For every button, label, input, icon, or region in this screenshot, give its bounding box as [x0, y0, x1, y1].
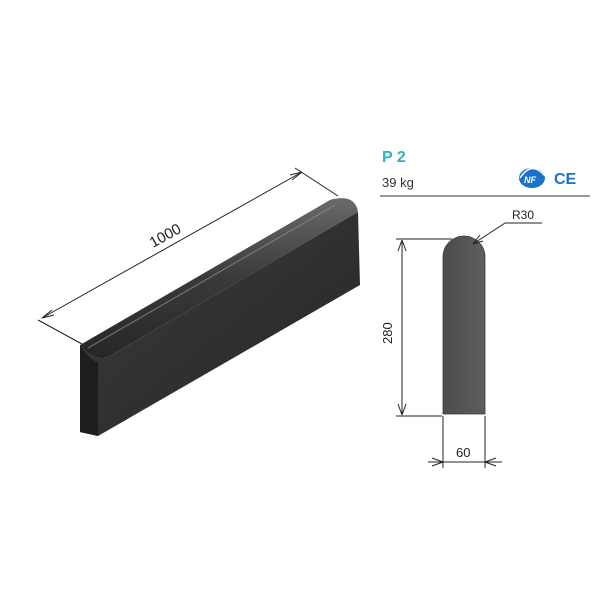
curb-top-edge [80, 198, 358, 359]
radius-label: R30 [512, 208, 534, 222]
length-dim-line [41, 171, 303, 319]
length-arrow-left [41, 309, 55, 319]
nf-logo-icon: NF [519, 167, 546, 188]
radius-leader-line [472, 222, 506, 245]
height-arrow-bottom [397, 403, 407, 416]
length-arrow-right [289, 171, 303, 181]
curb-3d-view: 1000 [37, 167, 360, 436]
curb-front-face [80, 212, 360, 436]
curb-profile-shape [442, 235, 486, 415]
radius-arrow [472, 234, 484, 245]
width-arrow-right [484, 457, 497, 467]
profile-section: R30 280 60 [380, 208, 542, 468]
height-dimension [396, 238, 452, 417]
width-label: 60 [456, 445, 470, 460]
length-dimension [37, 167, 339, 345]
height-label: 280 [380, 322, 395, 344]
product-weight: 39 kg [382, 175, 414, 190]
height-arrow-top [397, 239, 407, 252]
product-header: P 2 39 kg NF CE [380, 149, 590, 197]
width-dimension [428, 416, 502, 468]
nf-logo-text: NF [524, 175, 536, 185]
radius-callout [472, 222, 542, 245]
length-label: 1000 [147, 220, 184, 251]
width-arrow-left [431, 457, 444, 467]
ce-mark: CE [554, 171, 577, 188]
curb-edge-highlight [87, 204, 336, 349]
product-code: P 2 [382, 149, 406, 166]
length-ext-line-left [37, 319, 83, 345]
curb-end-face [80, 345, 98, 436]
length-ext-line-right [294, 167, 339, 197]
